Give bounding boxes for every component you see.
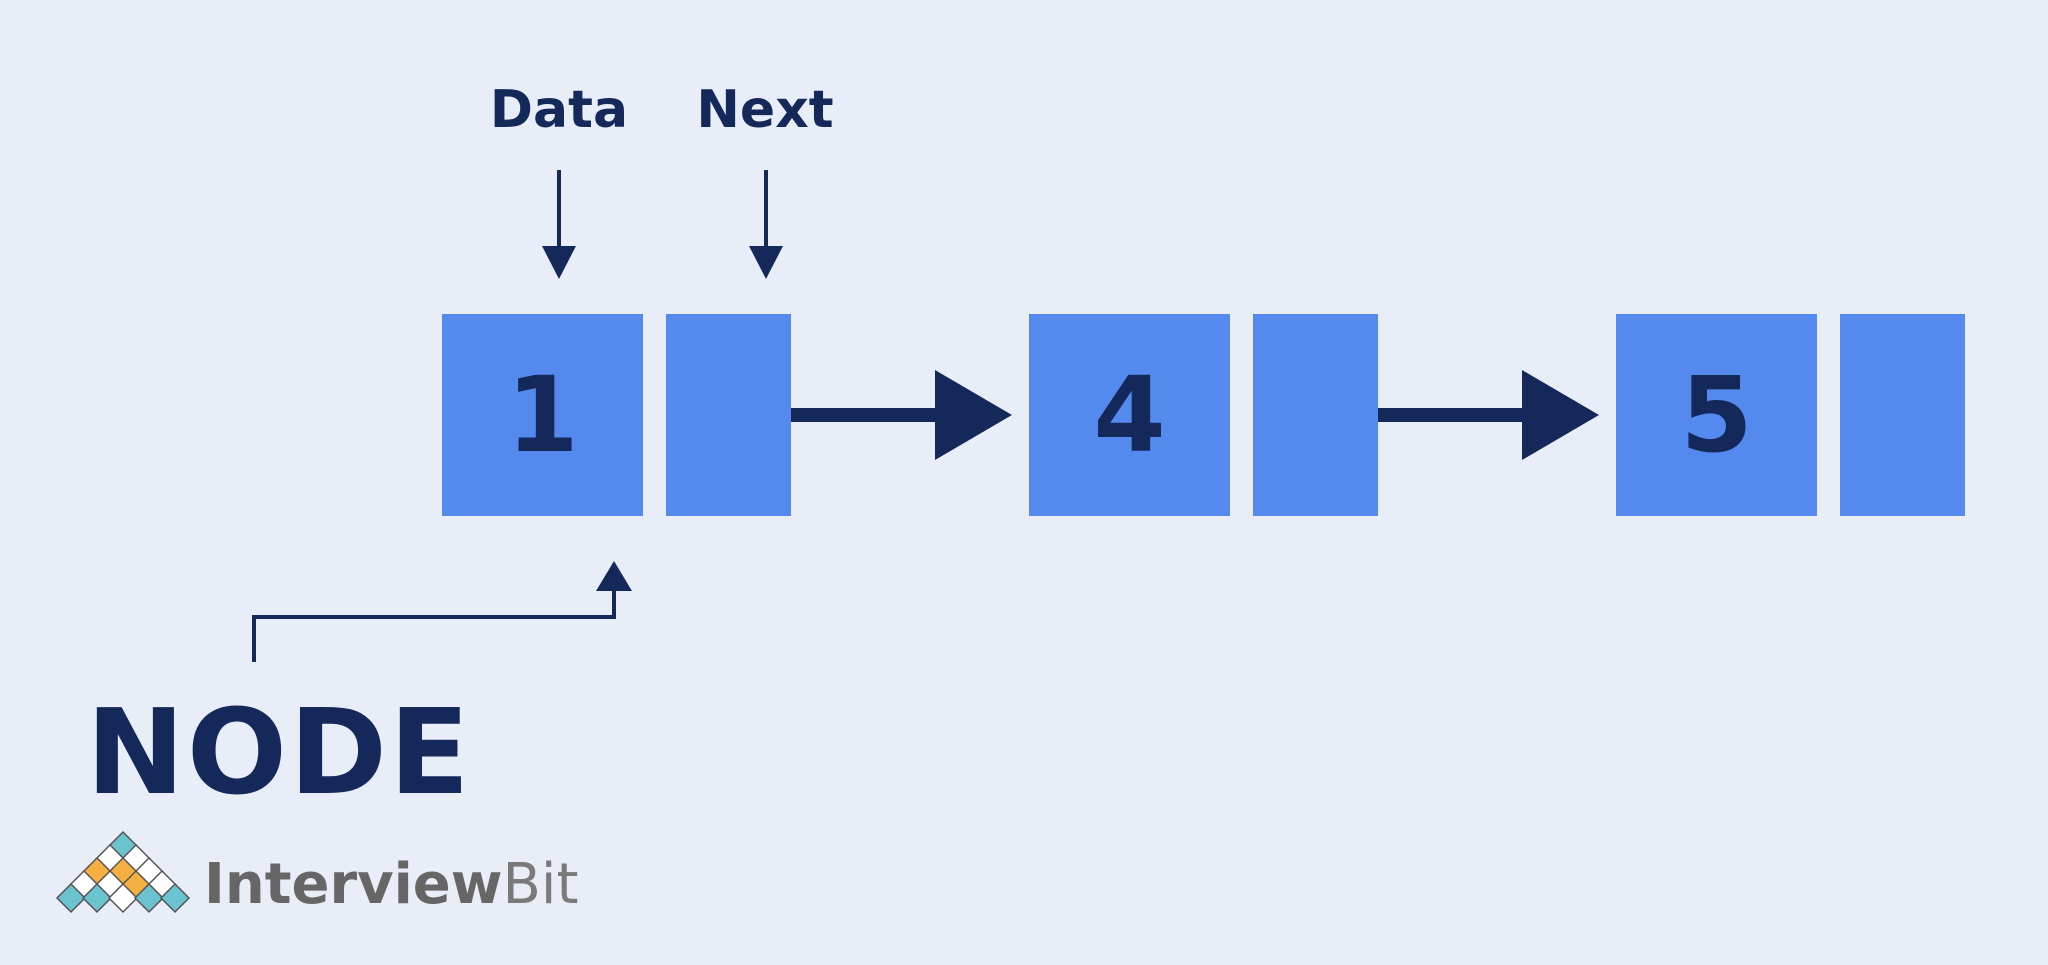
link-arrow-1-to-2 [790, 370, 1012, 460]
next-pointer-arrow [749, 170, 783, 279]
node-3-data-box: 5 [1616, 314, 1817, 516]
node-1-data-box: 1 [442, 314, 643, 516]
node-3-next-box [1840, 314, 1965, 516]
data-pointer-arrow [542, 170, 576, 279]
link-arrow-2-to-3 [1377, 370, 1599, 460]
node-2-value: 4 [1093, 354, 1166, 476]
node-1-next-box [666, 314, 791, 516]
node-2-next-box [1253, 314, 1378, 516]
interviewbit-logo-icon [55, 830, 191, 914]
node-connector-arrow [252, 561, 632, 662]
node-1-value: 1 [506, 354, 579, 476]
interviewbit-logo-text: InterviewBit [204, 850, 578, 920]
logo-text-bit: Bit [502, 852, 579, 917]
node-3-value: 5 [1680, 354, 1753, 476]
data-label: Data [489, 80, 629, 140]
node-label: NODE [86, 683, 472, 821]
node-2-data-box: 4 [1029, 314, 1230, 516]
logo-text-interview: Interview [204, 852, 503, 917]
next-label: Next [696, 80, 834, 140]
